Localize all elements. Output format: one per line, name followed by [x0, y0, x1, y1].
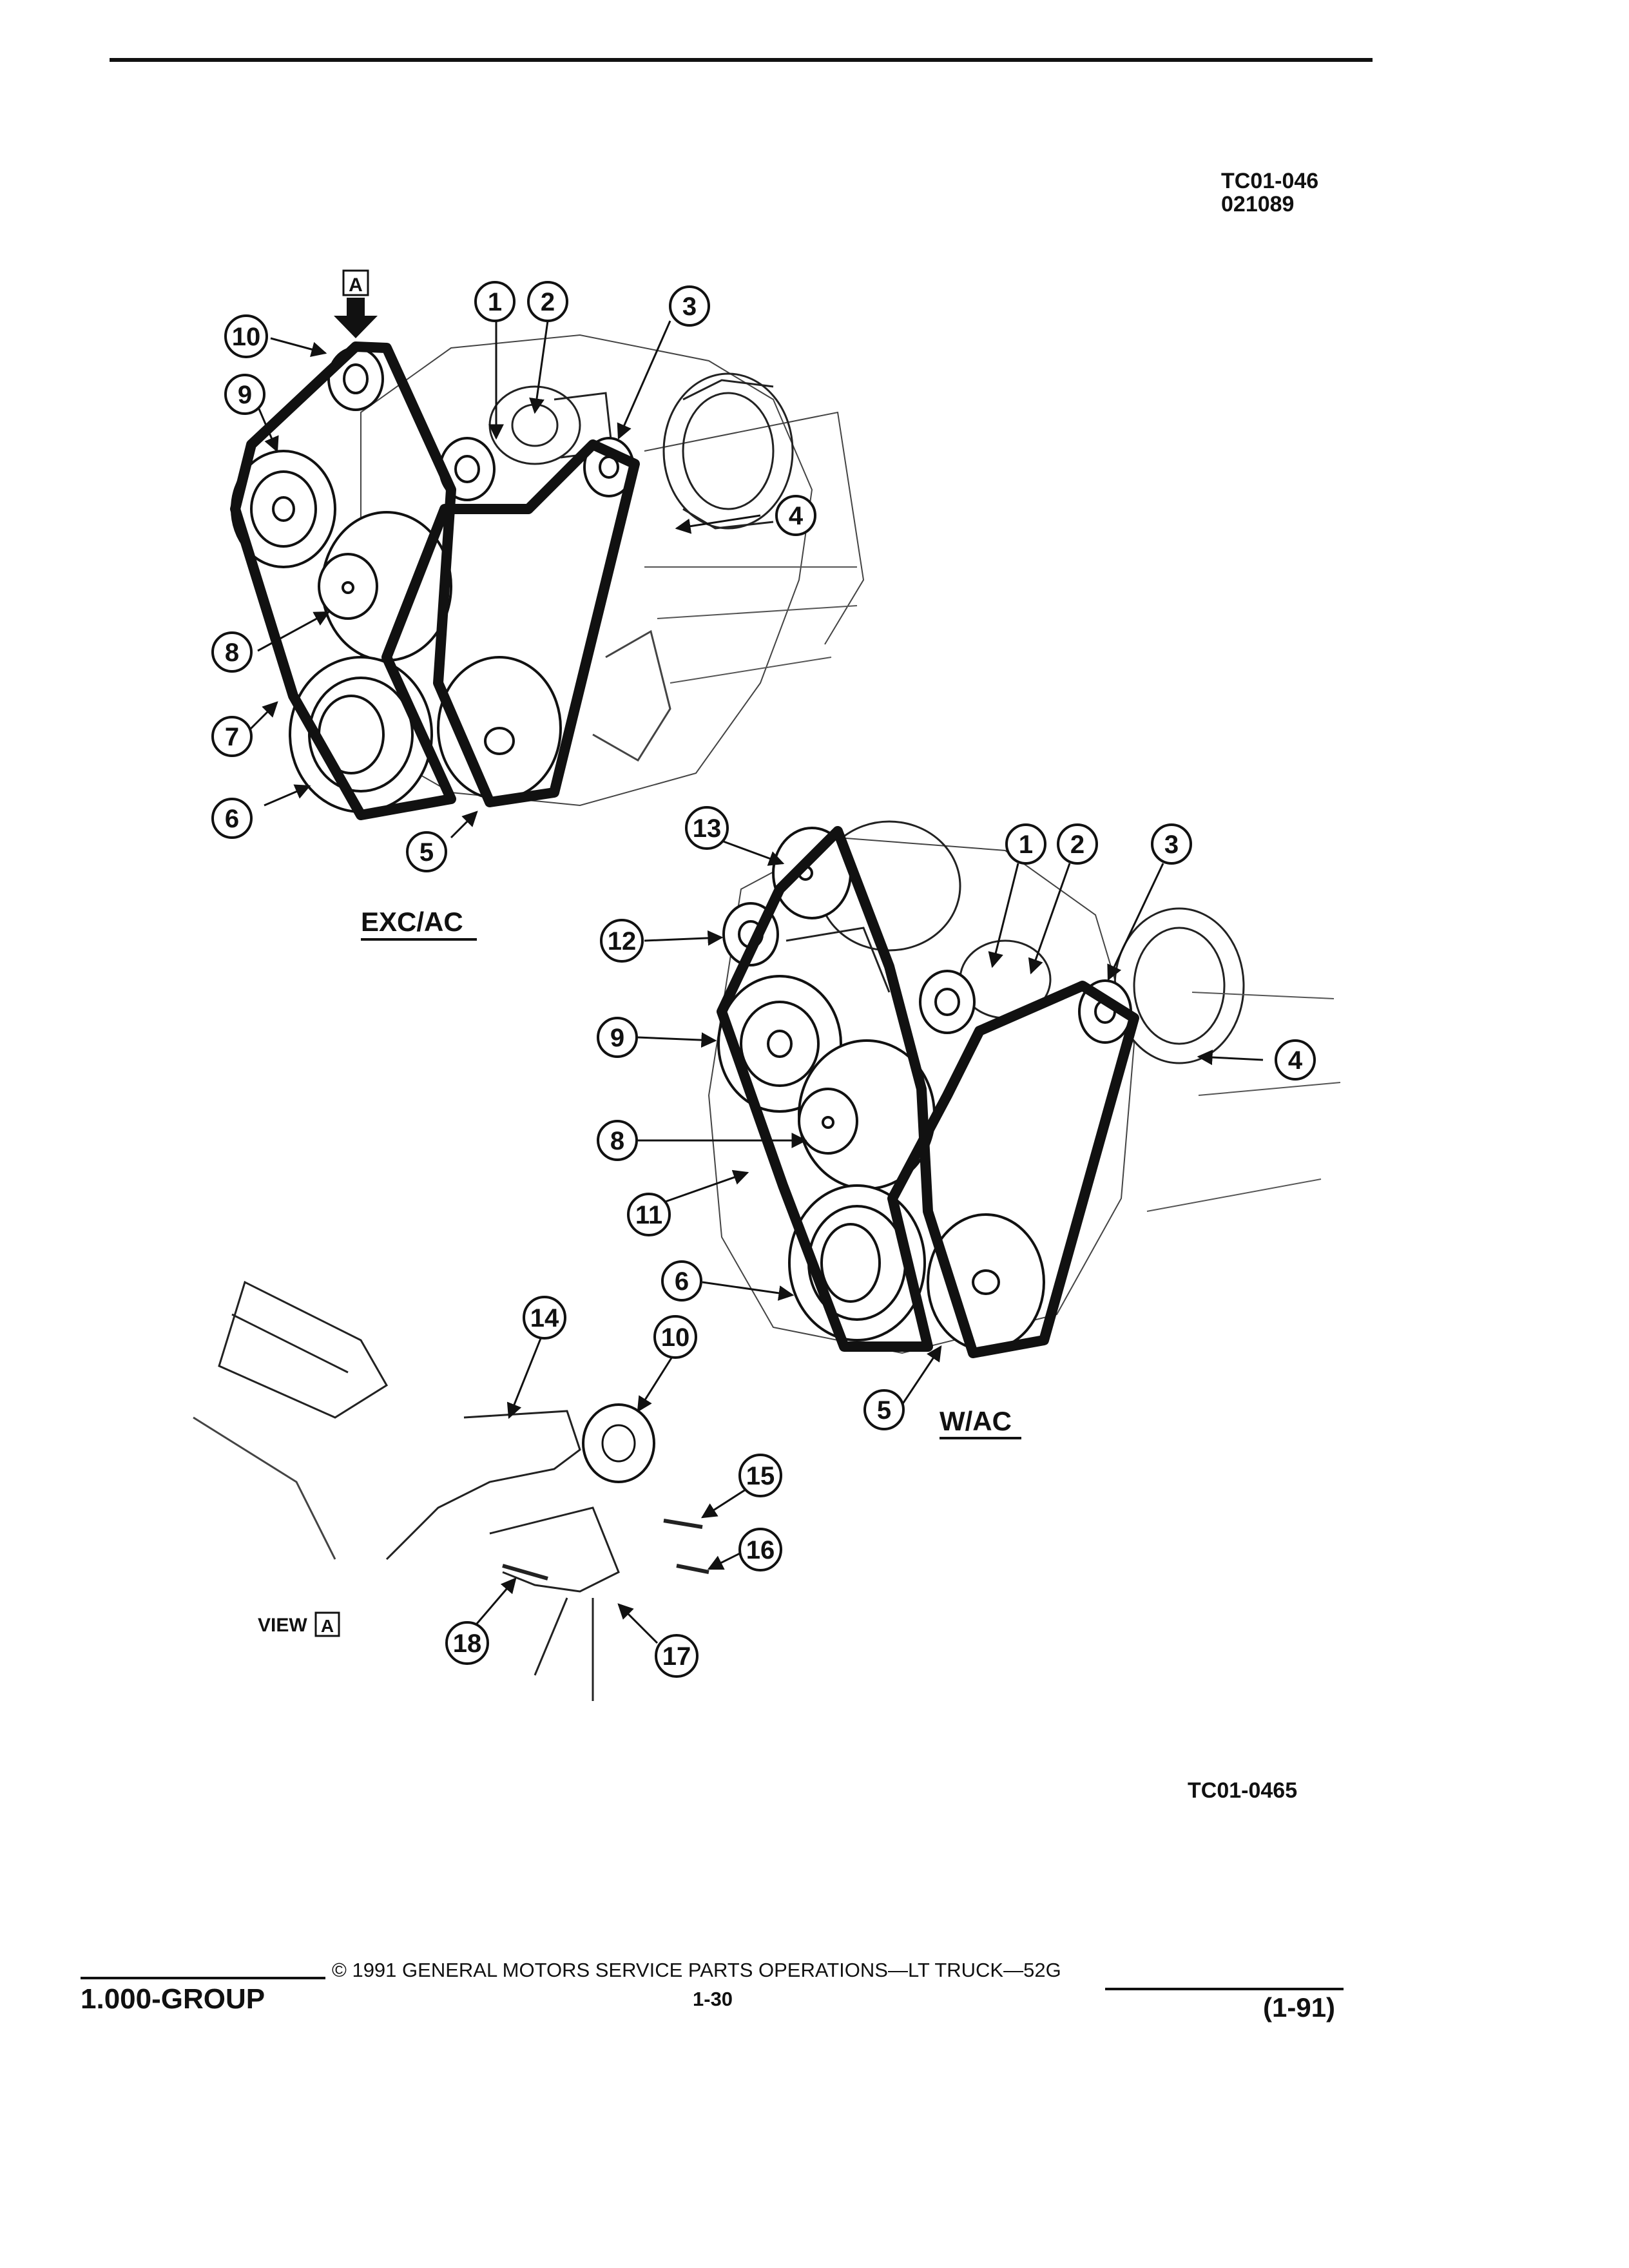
engine-view-exc-ac [360, 334, 865, 807]
svg-text:3: 3 [682, 293, 697, 321]
callout-4-top: 4 [775, 495, 816, 536]
callout-2-top: 2 [527, 281, 568, 322]
footer-rule-left [81, 1977, 325, 1979]
svg-text:4: 4 [1288, 1046, 1303, 1075]
svg-text:8: 8 [610, 1127, 624, 1155]
view-label-exc-ac: EXC/AC [361, 907, 477, 941]
figure-code: TC01-0465 [1188, 1778, 1298, 1803]
svg-text:9: 9 [238, 381, 252, 409]
callout-5-bottom: 5 [863, 1389, 905, 1430]
svg-text:W/AC: W/AC [940, 1406, 1012, 1436]
callout-7-top: 7 [211, 716, 253, 757]
svg-text:6: 6 [225, 805, 239, 833]
callout-5-top: 5 [406, 831, 447, 872]
svg-text:A: A [321, 1616, 334, 1636]
footer-page-number: 1-30 [693, 1988, 733, 2010]
svg-text:EXC/AC: EXC/AC [361, 907, 463, 937]
callout-1-bottom: 1 [1005, 823, 1046, 865]
callout-16-detail: 16 [738, 1528, 782, 1571]
callout-3-top: 3 [669, 285, 710, 327]
svg-text:9: 9 [610, 1024, 624, 1052]
callout-3-bottom: 3 [1151, 823, 1192, 865]
svg-text:5: 5 [877, 1396, 891, 1425]
callout-14-detail: 14 [523, 1296, 566, 1340]
svg-text:A: A [349, 274, 363, 296]
svg-text:12: 12 [608, 927, 637, 956]
callout-8-bottom: 8 [597, 1120, 638, 1161]
svg-text:14: 14 [530, 1304, 559, 1332]
footer-copyright: © 1991 GENERAL MOTORS SERVICE PARTS OPER… [332, 1959, 1061, 1981]
svg-text:VIEW: VIEW [258, 1615, 307, 1636]
callout-11-bottom: 11 [627, 1193, 671, 1236]
callout-13-bottom: 13 [685, 806, 729, 850]
callout-10-detail: 10 [653, 1315, 697, 1359]
svg-text:8: 8 [225, 639, 239, 667]
callout-12-bottom: 12 [600, 919, 644, 963]
svg-text:18: 18 [453, 1629, 482, 1658]
reference-date: 021089 [1221, 192, 1295, 216]
svg-text:10: 10 [661, 1323, 690, 1352]
footer-revision: (1-91) [1263, 1992, 1336, 2023]
callout-6-top: 6 [211, 798, 253, 839]
pulleys-exc-ac [231, 347, 635, 813]
callout-1-top: 1 [474, 281, 516, 322]
callout-17-detail: 17 [655, 1634, 699, 1678]
callout-4-bottom: 4 [1275, 1039, 1316, 1081]
callout-2-bottom: 2 [1057, 823, 1098, 865]
svg-text:3: 3 [1164, 831, 1179, 859]
view-a-arrow: A [334, 269, 378, 338]
callout-6-bottom: 6 [661, 1260, 702, 1302]
svg-text:10: 10 [232, 323, 261, 351]
belt-w-ac [717, 826, 1139, 1358]
svg-text:1: 1 [1019, 831, 1033, 859]
callouts: 1 2 3 4 5 6 7 8 9 10 1 2 3 4 5 6 8 9 11 … [211, 281, 1316, 1678]
svg-text:2: 2 [1070, 831, 1084, 859]
svg-text:7: 7 [225, 723, 239, 751]
callout-15-detail: 15 [738, 1454, 782, 1497]
callout-18-detail: 18 [445, 1621, 489, 1665]
svg-text:1: 1 [488, 288, 502, 316]
svg-text:13: 13 [693, 814, 722, 843]
svg-text:2: 2 [541, 288, 555, 316]
top-rule [110, 58, 1373, 62]
svg-text:5: 5 [419, 838, 434, 867]
svg-text:15: 15 [746, 1462, 775, 1490]
callout-10-top: 10 [224, 314, 268, 358]
callout-8-top: 8 [211, 631, 253, 673]
footer-rule-right [1105, 1988, 1344, 1990]
footer-group: 1.000-GROUP [81, 1983, 265, 2015]
reference-code: TC01-046 [1221, 169, 1319, 193]
svg-text:11: 11 [635, 1201, 662, 1229]
callout-9-top: 9 [224, 374, 265, 415]
view-label-detail: VIEW A [258, 1611, 340, 1637]
svg-text:17: 17 [662, 1642, 691, 1671]
svg-text:16: 16 [746, 1536, 775, 1564]
view-label-w-ac: W/AC [940, 1406, 1021, 1439]
callout-9-bottom: 9 [597, 1017, 638, 1058]
view-a-detail [193, 1280, 709, 1701]
belt-exc-ac [230, 341, 640, 820]
svg-text:6: 6 [675, 1267, 689, 1296]
svg-text:4: 4 [789, 502, 804, 530]
